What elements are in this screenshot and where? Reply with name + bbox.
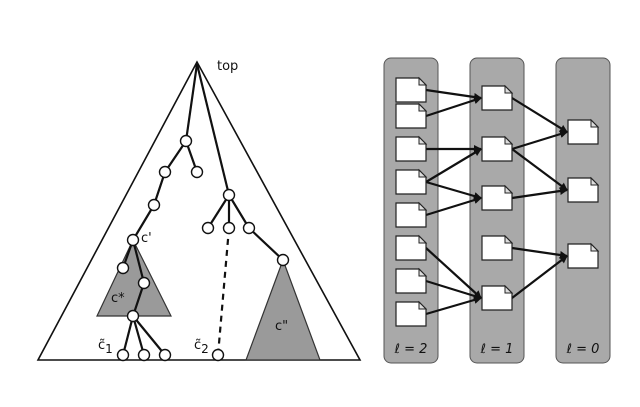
arrow xyxy=(511,148,568,191)
tree-node xyxy=(190,165,204,179)
c-tilde-2-subscript: 2 xyxy=(201,342,209,356)
tree-node xyxy=(179,134,193,148)
arrow xyxy=(425,247,482,299)
c-star-label: c* xyxy=(111,291,125,306)
column-level-0 xyxy=(555,57,611,364)
tree-diagram: top c' c* c" c̃1 c̃2 xyxy=(36,59,362,362)
document-icon xyxy=(481,184,514,211)
document-icon xyxy=(567,242,600,269)
c-tilde-1-subscript: 1 xyxy=(105,342,113,356)
tree-node xyxy=(158,165,172,179)
document-icon xyxy=(395,168,428,195)
column-level-2-label: ℓ = 2 xyxy=(394,342,428,357)
arrow xyxy=(425,196,482,217)
tree-node xyxy=(242,221,256,235)
document-icon xyxy=(567,118,600,145)
c-tilde-2-label: c̃2 xyxy=(194,338,209,356)
document-icon xyxy=(481,135,514,162)
tree-node xyxy=(201,221,215,235)
arrow xyxy=(425,279,482,300)
arrow xyxy=(425,148,482,183)
column-level-1-label: ℓ = 1 xyxy=(480,342,514,357)
document-icon xyxy=(395,76,428,103)
tree-node-c-tilde-1 xyxy=(116,348,130,362)
document-icon xyxy=(395,201,428,228)
document-icon xyxy=(395,102,428,129)
level-columns-diagram: ℓ = 2 ℓ = 1 ℓ = 0 xyxy=(383,57,611,364)
arrow xyxy=(511,246,568,259)
arrow xyxy=(511,130,568,151)
arrow xyxy=(425,296,482,316)
subtree-c-double-prime xyxy=(245,258,321,361)
tree-node xyxy=(116,261,130,275)
tree-node xyxy=(158,348,172,362)
arrow xyxy=(425,88,482,101)
tree-node xyxy=(222,221,236,235)
c-tilde-2-base: c̃ xyxy=(194,338,201,353)
c-tilde-1-label: c̃1 xyxy=(98,338,113,356)
arrow xyxy=(425,96,482,118)
tree-node-c-tilde-2 xyxy=(211,348,225,362)
c-double-prime-label: c" xyxy=(275,319,288,334)
documents xyxy=(395,76,600,327)
column-level-0-label: ℓ = 0 xyxy=(566,342,600,357)
arrow xyxy=(425,180,482,200)
outer-tree-triangle xyxy=(36,60,362,361)
tree-node xyxy=(137,348,151,362)
document-icon xyxy=(567,176,600,203)
arrow xyxy=(511,187,568,200)
tree-node xyxy=(147,198,161,212)
document-icon xyxy=(481,84,514,111)
document-arrows xyxy=(425,88,568,316)
document-icon xyxy=(481,284,514,311)
arrow xyxy=(511,97,568,133)
document-icon xyxy=(395,234,428,261)
tree-node xyxy=(137,276,151,290)
tree-node-c-prime xyxy=(126,233,140,247)
document-icon xyxy=(481,234,514,261)
tree-node xyxy=(126,309,140,323)
top-label: top xyxy=(217,59,238,74)
c-prime-label: c' xyxy=(141,231,152,246)
tree-node xyxy=(222,188,236,202)
document-icon xyxy=(395,135,428,162)
tree-node-c-double-prime xyxy=(276,253,290,267)
document-icon xyxy=(395,300,428,327)
c-tilde-1-base: c̃ xyxy=(98,338,105,353)
tree-nodes xyxy=(116,134,290,362)
arrow xyxy=(511,255,568,299)
document-icon xyxy=(395,267,428,294)
